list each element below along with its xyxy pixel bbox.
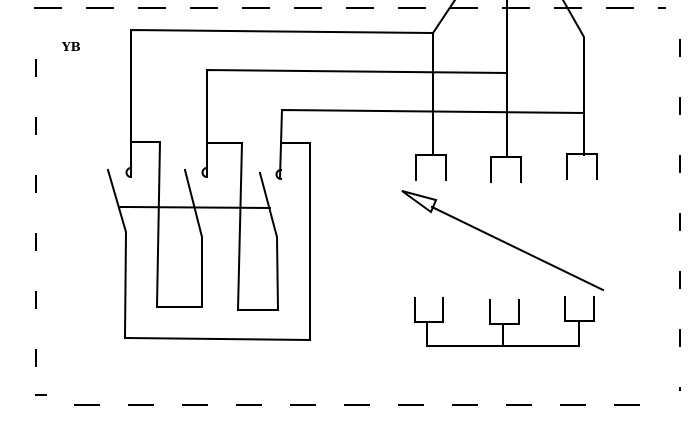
contact-hook-2 — [201, 166, 209, 179]
lower-terminal-1 — [414, 297, 444, 323]
contact-hook-3 — [275, 168, 283, 181]
wire-phase-1 — [130, 0, 457, 177]
upper-terminal-2 — [490, 156, 522, 183]
lower-terminals — [414, 296, 595, 347]
upper-terminal-3 — [566, 153, 598, 180]
three-pole-switch — [106, 141, 311, 342]
contact-hook-1 — [125, 166, 133, 179]
direction-arrow — [401, 190, 605, 292]
component-label: YB — [62, 40, 81, 54]
switch-blade-3 — [206, 142, 280, 311]
lower-terminal-2 — [489, 299, 520, 325]
dashed-enclosure — [34, 7, 681, 406]
switch-blade-1 — [106, 142, 311, 342]
switch-blade-2 — [130, 141, 203, 308]
wire-phase-2 — [206, 0, 509, 177]
upper-terminals — [415, 153, 598, 183]
mechanical-link — [118, 205, 272, 210]
upper-terminal-1 — [415, 154, 447, 181]
lower-terminal-3 — [564, 296, 595, 322]
wire-phase-3 — [278, 0, 586, 180]
